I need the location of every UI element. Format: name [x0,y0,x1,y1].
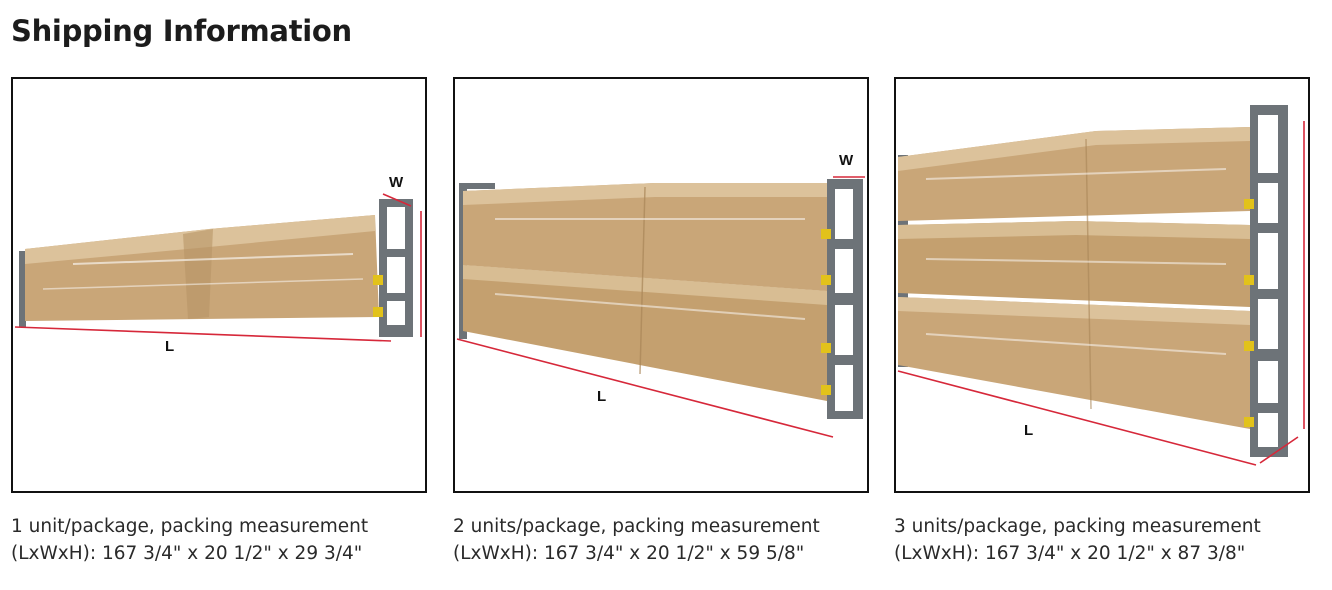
length-label: L [165,338,174,355]
caption-line-1: 1 unit/package, packing measurement [11,516,369,537]
package-card-3: L 3 units/package, packing measurement (… [894,77,1310,567]
package-image-2-units: L W [456,152,865,438]
length-dimension: L [14,326,392,355]
package-image-3-units: L [897,105,1305,466]
width-label: W [839,152,854,169]
package-card-2: L W 2 units/package, packing measurement… [453,77,869,567]
width-label: W [389,174,404,191]
package-image-frame: L W [11,77,427,493]
caption-line-1: 2 units/package, packing measurement [453,516,820,537]
page-title: Shipping Information [11,14,352,48]
length-dimension: L [897,370,1257,466]
caption-line-2: (LxWxH): 167 3/4" x 20 1/2" x 87 3/8" [894,543,1246,564]
package-image-frame: L [894,77,1310,493]
caption-line-1: 3 units/package, packing measurement [894,516,1261,537]
length-dimension: L [456,338,834,438]
package-caption: 2 units/package, packing measurement (Lx… [453,513,869,567]
package-image-1-unit: L W [14,174,422,355]
length-label: L [597,388,606,405]
package-image-frame: L W [453,77,869,493]
width-dimension: W [833,152,865,178]
width-dimension: W [382,174,412,207]
package-caption: 3 units/package, packing measurement (Lx… [894,513,1310,567]
package-caption: 1 unit/package, packing measurement (LxW… [11,513,427,567]
package-card-1: L W 1 unit/package, packing measurement … [11,77,427,567]
caption-line-2: (LxWxH): 167 3/4" x 20 1/2" x 29 3/4" [11,543,363,564]
caption-line-2: (LxWxH): 167 3/4" x 20 1/2" x 59 5/8" [453,543,805,564]
width-dimension [1259,436,1299,464]
length-label: L [1024,422,1033,439]
